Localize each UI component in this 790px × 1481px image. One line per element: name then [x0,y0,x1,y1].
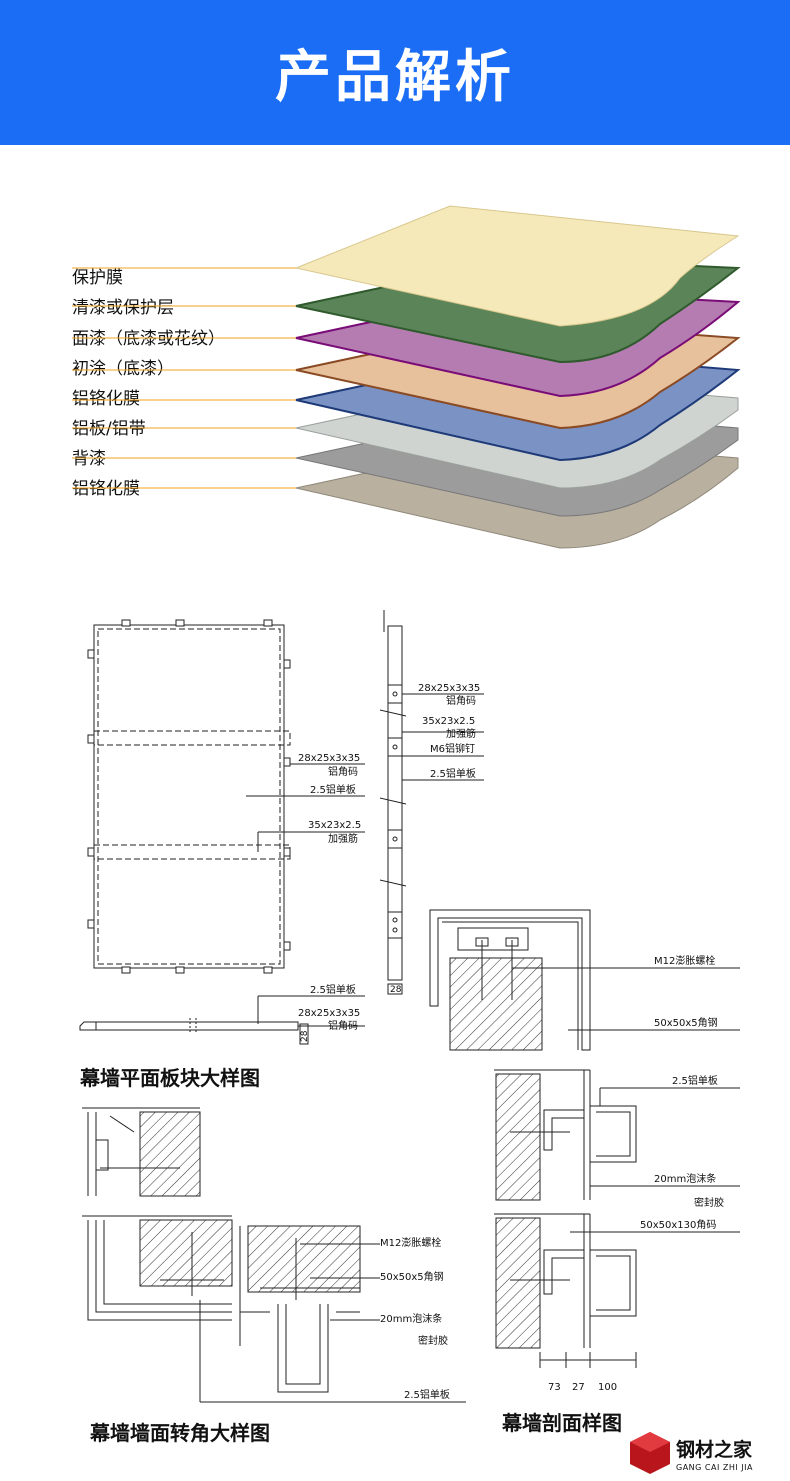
label-rib-dim: 35x23x2.5 [308,820,361,831]
label-c-foam: 20mm泡沫条 [380,1312,442,1325]
label-v-corner-dim: 28x25x3x35 [418,683,480,694]
label-rib: 加强筋 [328,832,358,845]
layer-shape-1 [294,205,740,327]
panel-elevation-drawing [79,619,365,1045]
label-bottom-corner-dim: 28x25x3x35 [298,1008,360,1019]
label-bottom-corner: 铝角码 [328,1020,358,1032]
label-single-panel: 2.5铝单板 [310,783,356,796]
label-s-bolt: M12澎胀螺栓 [654,954,715,967]
vertical-section-drawing [379,610,484,995]
layer-stack-illustration [294,205,741,549]
page-title: 产品解析 [275,45,515,110]
label-v-rib: 加强筋 [446,727,476,740]
wall-section-drawing [429,909,740,1368]
header-banner: 产品解析 [0,0,790,145]
layer-label-7: 背漆 [72,449,106,469]
label-v-panel: 2.5铝单板 [430,767,476,780]
label-bottom-panel: 2.5铝单板 [310,983,356,996]
layer-label-8: 铝铬化膜 [72,479,140,499]
label-c-panel: 2.5铝单板 [404,1388,450,1401]
panel-inner-dashed [97,628,281,965]
layer-label-3: 面漆（底漆或花纹） [72,329,225,349]
corner-detail-labels: M12澎胀螺栓 50x50x5角钢 20mm泡沫条 密封胶 2.5铝单板 幕墙墙… [89,1236,450,1445]
label-c-sealant: 密封胶 [418,1334,448,1347]
label-s-angle-steel: 50x50x5角钢 [654,1016,718,1029]
label-v-rivet: M6铝铆钉 [430,742,475,755]
layer-label-5: 铝铬化膜 [72,389,140,409]
panel-elevation-labels: 28x25x3x35 铝角码 2.5铝单板 35x23x2.5 加强筋 2.5铝… [79,753,361,1090]
label-v-dim-28: 28 [390,985,402,995]
caption-corner-detail: 幕墙墙面转角大样图 [89,1421,270,1445]
vertical-section-labels: 28x25x3x35 铝角码 35x23x2.5 加强筋 M6铝铆钉 2.5铝单… [390,683,480,995]
wall-section-labels: M12澎胀螺栓 50x50x5角钢 2.5铝单板 20mm泡沫条 密封胶 50x… [501,954,724,1435]
caption-wall-section: 幕墙剖面样图 [501,1411,622,1435]
logo-pinyin: GANG CAI ZHI JIA [676,1463,753,1472]
logo-name: 钢材之家 [676,1438,753,1461]
label-corner-code: 铝角码 [328,766,358,778]
brand-logo: 钢材之家 GANG CAI ZHI JIA [630,1432,753,1474]
corner-detail-drawing [82,1107,466,1403]
label-dim-28-left: 28 [300,1030,310,1042]
layer-label-4: 初涂（底漆） [72,359,174,379]
layer-label-1: 保护膜 [72,268,123,288]
caption-panel-elevation: 幕墙平面板块大样图 [79,1066,260,1090]
label-c-bolt: M12澎胀螺栓 [380,1236,441,1249]
label-s-dim-27: 27 [572,1382,585,1393]
label-v-corner: 铝角码 [446,695,476,707]
layer-label-2: 清漆或保护层 [72,298,174,318]
label-s-corner-code: 50x50x130角码 [640,1219,716,1231]
rib-upper [93,730,291,746]
label-s-dim-73: 73 [548,1382,561,1393]
label-corner-code-dim: 28x25x3x35 [298,753,360,764]
label-s-dim-100: 100 [598,1382,617,1393]
label-v-rib-dim: 35x23x2.5 [422,716,475,727]
layer-labels: 保护膜 清漆或保护层 面漆（底漆或花纹） 初涂（底漆） 铝铬化膜 铝板/铝带 背… [72,267,296,499]
label-s-sealant: 密封胶 [694,1196,724,1209]
label-s-panel: 2.5铝单板 [672,1074,718,1087]
rib-lower [93,844,291,860]
label-c-angle-steel: 50x50x5角钢 [380,1270,444,1283]
label-s-foam: 20mm泡沫条 [654,1172,716,1185]
layer-label-6: 铝板/铝带 [72,419,146,439]
